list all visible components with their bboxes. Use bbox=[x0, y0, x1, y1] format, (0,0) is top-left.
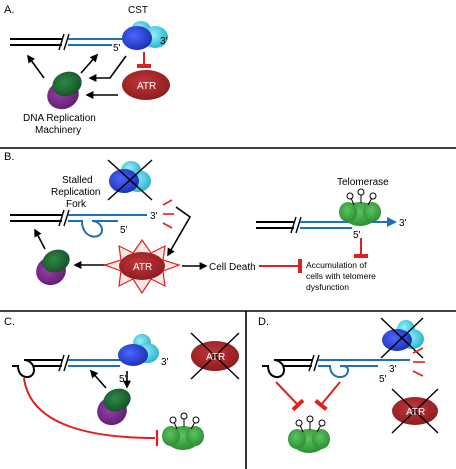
damage-marks bbox=[162, 199, 174, 229]
arrow-cst-to-machinery bbox=[88, 55, 127, 82]
atr-active-blob bbox=[119, 252, 165, 280]
accumulation-line1: Accumulation of bbox=[306, 260, 367, 270]
panel-a-three-prime: 3' bbox=[160, 36, 168, 47]
accumulation-line3: dysfunction bbox=[306, 282, 349, 292]
cell-death-label: Cell Death bbox=[209, 262, 256, 273]
panel-b-machinery bbox=[36, 249, 70, 286]
panel-c-telomerase bbox=[162, 412, 204, 450]
telomerase-label: Telomerase bbox=[337, 177, 389, 188]
panel-d-three-prime: 3' bbox=[389, 364, 397, 375]
panel-b: B. Stalled Replication Fork 3' 5' bbox=[4, 151, 407, 295]
panel-c-five-prime: 5' bbox=[119, 374, 127, 385]
panel-c-dna bbox=[12, 354, 150, 378]
cst-label: CST bbox=[128, 5, 148, 16]
panel-c-atr-label: ATR bbox=[206, 352, 225, 363]
arrow-machinery-to-dna-right bbox=[80, 53, 99, 74]
arrow-machinery-to-fork bbox=[34, 228, 46, 250]
panel-d-telomerase bbox=[288, 415, 330, 453]
arrow-stall-to-atr bbox=[167, 206, 192, 257]
panel-b-five-prime: 5' bbox=[120, 225, 128, 236]
break-mark bbox=[58, 33, 65, 51]
fork-label-line3: Fork bbox=[66, 199, 87, 210]
panel-d-atr-absent bbox=[391, 388, 439, 434]
atr-blob bbox=[122, 70, 170, 100]
panel-d-cst-absent bbox=[380, 317, 424, 359]
fork-label-line2: Replication bbox=[51, 187, 100, 198]
tloop2-inhibits-telomerase bbox=[314, 381, 341, 412]
telomerase-enzyme bbox=[339, 188, 381, 226]
panel-c-letter: C. bbox=[4, 316, 15, 328]
panel-c-three-prime: 3' bbox=[161, 357, 169, 368]
panel-d-five-prime: 5' bbox=[379, 374, 387, 385]
accumulation-line2: cells with telomere bbox=[306, 271, 376, 281]
tloop1-inhibits-telomerase bbox=[275, 381, 305, 412]
cst-complex bbox=[122, 21, 168, 50]
panel-d-damage-marks bbox=[412, 347, 425, 377]
fork-label-line1: Stalled bbox=[62, 175, 93, 186]
machinery-label-line2: Machinery bbox=[35, 125, 81, 136]
panel-b-letter: B. bbox=[4, 151, 14, 163]
panel-c-atr-absent bbox=[190, 332, 240, 380]
panel-c-machinery bbox=[97, 388, 131, 426]
panel-c: C. 5' 3' ATR bbox=[4, 316, 240, 450]
panel-d-atr-label: ATR bbox=[406, 407, 425, 418]
panel-a-atr-label: ATR bbox=[137, 81, 156, 92]
panel-a: A. 5' CST 3' ATR DNA Replication bbox=[4, 4, 170, 136]
panel-d-dna bbox=[262, 354, 410, 378]
tloop-inhibits-telomerase bbox=[23, 377, 156, 439]
panel-d: D. 3' 5' ATR bbox=[258, 316, 439, 453]
panel-b-three-prime: 3' bbox=[150, 211, 158, 222]
telomerase-three-prime: 3' bbox=[399, 218, 407, 229]
telomerase-five-prime: 5' bbox=[353, 230, 361, 241]
panel-d-letter: D. bbox=[258, 316, 269, 328]
panel-a-five-prime: 5' bbox=[113, 43, 121, 54]
arrow-machinery-to-dna-c bbox=[89, 369, 107, 389]
replication-machinery bbox=[47, 71, 82, 110]
panel-c-cst bbox=[118, 334, 159, 366]
machinery-label-line1: DNA Replication bbox=[23, 113, 96, 124]
cst-absent bbox=[107, 159, 153, 201]
arrow-machinery-to-dna-left bbox=[27, 54, 45, 79]
panel-a-letter: A. bbox=[4, 4, 14, 16]
panel-b-atr-label: ATR bbox=[133, 262, 152, 273]
panel-b-dna bbox=[10, 209, 147, 238]
